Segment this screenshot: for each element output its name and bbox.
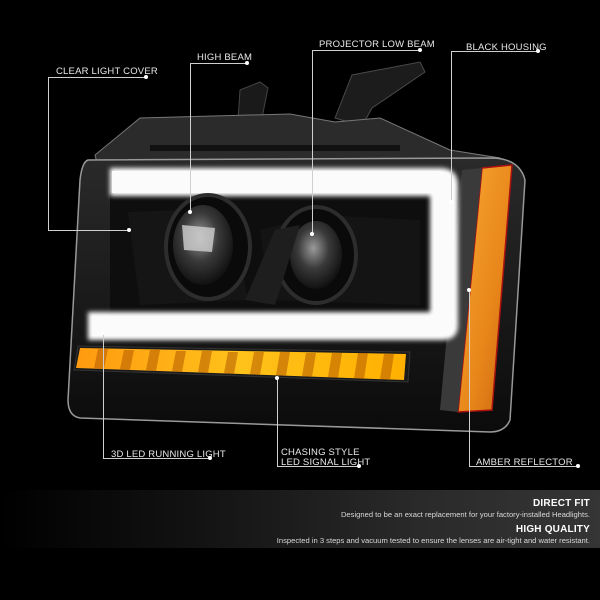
callout-dot <box>310 232 314 236</box>
callout-high-beam: HIGH BEAM <box>197 52 253 63</box>
callout-line <box>103 333 104 459</box>
callout-signal-light-line1: CHASING STYLE <box>281 447 360 458</box>
callout-line <box>48 77 49 231</box>
callout-led-running-light: 3D LED RUNNING LIGHT <box>111 449 226 460</box>
feature-info-bar: DIRECT FIT Designed to be an exact repla… <box>0 490 600 548</box>
callout-dot <box>418 48 422 52</box>
feature-title: HIGH QUALITY <box>515 524 590 535</box>
callout-dot <box>208 456 212 460</box>
callout-line <box>312 50 420 51</box>
callout-line <box>48 230 128 231</box>
callout-dot <box>245 61 249 65</box>
callout-line <box>469 290 470 467</box>
callout-dot <box>357 464 361 468</box>
callout-dot <box>101 331 105 335</box>
callout-dot <box>576 464 580 468</box>
callout-dot <box>467 288 471 292</box>
callout-line <box>48 77 148 78</box>
callout-line <box>451 51 452 204</box>
callout-signal-light-line2: LED SIGNAL LIGHT <box>281 457 371 468</box>
callout-line <box>277 466 360 467</box>
callout-line <box>451 51 538 52</box>
callout-clear-light-cover: CLEAR LIGHT COVER <box>56 66 158 77</box>
feature-description: Inspected in 3 steps and vacuum tested t… <box>276 536 590 545</box>
callout-dot <box>144 75 148 79</box>
callout-line <box>277 378 278 467</box>
feature-title: DIRECT FIT <box>533 498 590 509</box>
feature-description: Designed to be an exact replacement for … <box>340 510 590 519</box>
callout-line <box>469 466 579 467</box>
callout-dot <box>449 200 453 204</box>
callout-amber-reflector: AMBER REFLECTOR <box>476 457 573 468</box>
callout-dot <box>127 228 131 232</box>
callout-line <box>190 63 191 212</box>
headlight-illustration <box>67 61 526 433</box>
callout-projector-low-beam: PROJECTOR LOW BEAM <box>319 39 435 50</box>
callout-black-housing: BLACK HOUSING <box>466 42 547 53</box>
callout-dot <box>536 49 540 53</box>
callout-dot <box>275 376 279 380</box>
callout-line <box>190 63 248 64</box>
callout-line <box>312 50 313 233</box>
callout-line <box>103 458 211 459</box>
callout-dot <box>188 210 192 214</box>
